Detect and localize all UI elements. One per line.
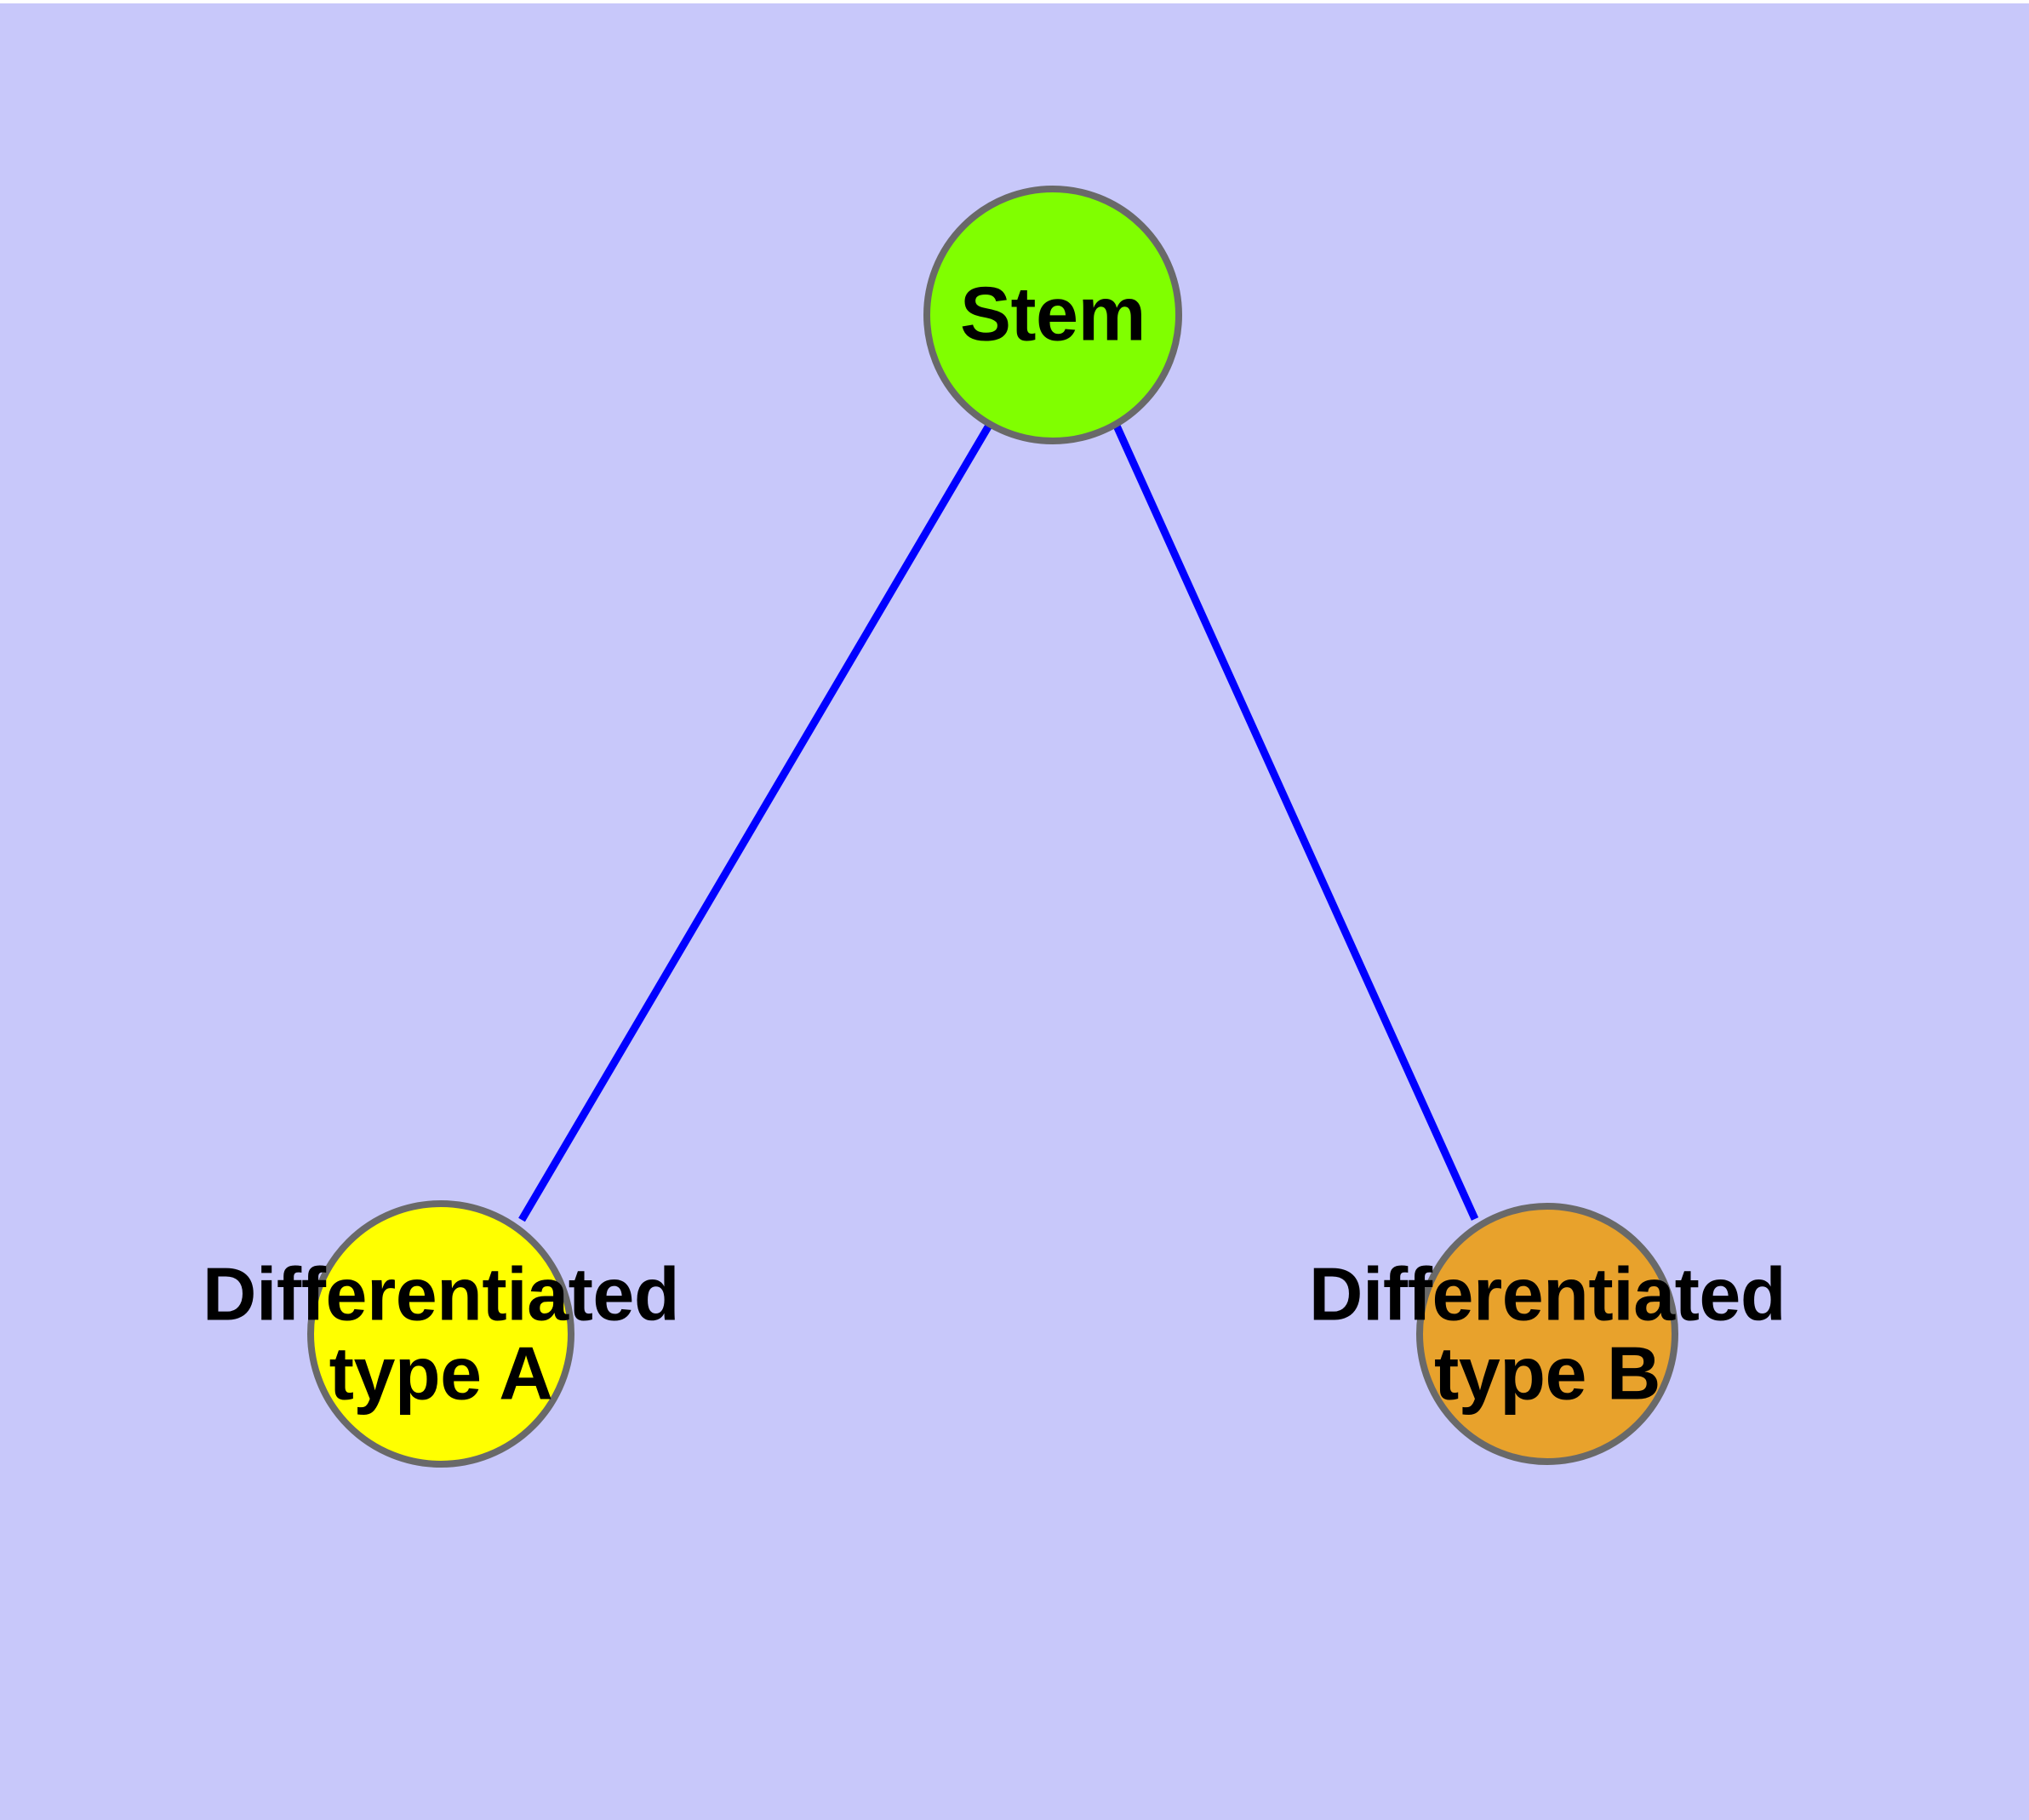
- node-layer: [307, 186, 1678, 1468]
- graph-edge: [1112, 422, 1479, 1221]
- graph-node-diff_a[interactable]: [307, 1200, 574, 1468]
- graph-node-stem[interactable]: [923, 186, 1182, 444]
- graph-node-diff_b[interactable]: [1416, 1203, 1678, 1465]
- graph-edge: [518, 421, 993, 1222]
- edge-layer: [518, 421, 1479, 1222]
